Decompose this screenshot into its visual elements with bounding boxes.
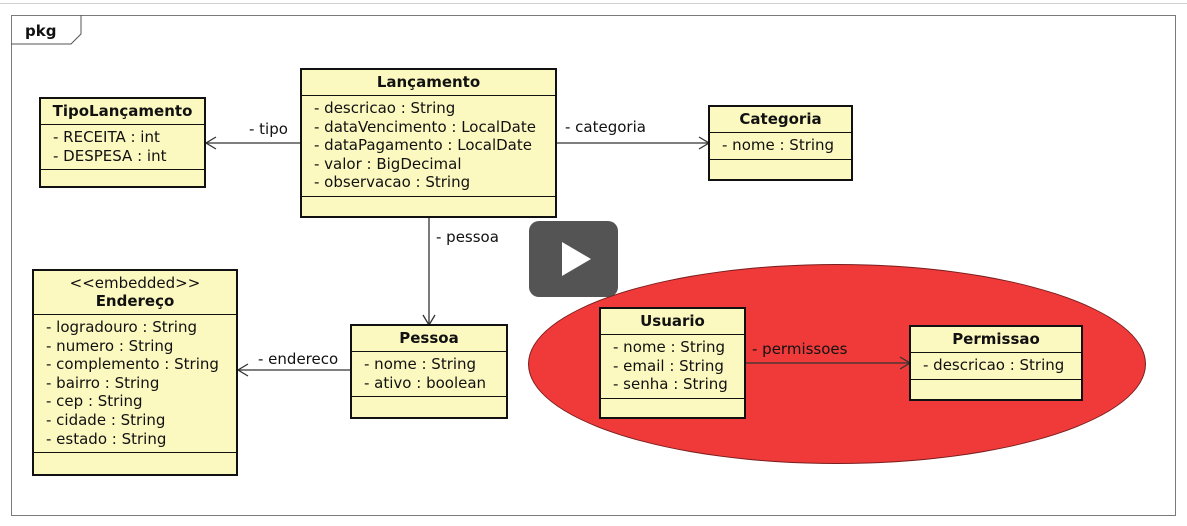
operation-compartment bbox=[302, 197, 555, 207]
operation-compartment bbox=[710, 160, 851, 170]
class-stereotype: <<embedded>> bbox=[69, 274, 201, 292]
attribute: - nome : String bbox=[364, 355, 477, 373]
package-tab: pkg bbox=[11, 15, 82, 45]
attribute: - ativo : boolean bbox=[364, 373, 487, 392]
operation-compartment bbox=[41, 170, 204, 180]
attribute: - senha : String bbox=[613, 375, 728, 394]
attribute: - observacao : String bbox=[314, 173, 471, 192]
arrow-head-tipo bbox=[204, 136, 217, 150]
class-usuario[interactable]: Usuario - nome : String - email : String… bbox=[599, 307, 746, 419]
class-pessoa[interactable]: Pessoa - nome : String - ativo : boolean bbox=[350, 324, 508, 419]
attribute-list: - nome : String - ativo : boolean bbox=[352, 352, 506, 398]
assoc-label-pessoa: - pessoa bbox=[436, 228, 499, 246]
attribute-list: - RECEITA : int - DESPESA : int bbox=[41, 125, 204, 171]
attribute: - numero : String bbox=[46, 336, 174, 355]
operation-compartment bbox=[352, 397, 506, 407]
attribute: - descricao : String bbox=[314, 99, 456, 117]
attribute-list: - nome : String - email : String - senha… bbox=[601, 335, 744, 399]
attribute: - email : String bbox=[613, 356, 724, 375]
class-name: Lançamento bbox=[302, 70, 555, 96]
attribute: - estado : String bbox=[46, 429, 167, 448]
class-name: Usuario bbox=[601, 309, 744, 335]
video-play-button[interactable] bbox=[529, 221, 618, 297]
class-name: Categoria bbox=[710, 107, 851, 133]
attribute-list: - nome : String bbox=[710, 133, 851, 160]
attribute: - dataPagamento : LocalDate bbox=[314, 136, 532, 155]
attribute: - nome : String bbox=[613, 338, 726, 356]
play-icon bbox=[562, 242, 591, 276]
operation-compartment bbox=[911, 380, 1081, 390]
assoc-label-tipo: - tipo bbox=[249, 120, 288, 138]
assoc-label-permissoes: - permissoes bbox=[752, 340, 848, 358]
top-divider bbox=[0, 3, 1187, 4]
class-name: Pessoa bbox=[352, 326, 506, 352]
operation-compartment bbox=[34, 453, 236, 463]
attribute: - complemento : String bbox=[46, 355, 219, 374]
attribute: - descricao : String bbox=[923, 356, 1065, 374]
attribute: - nome : String bbox=[722, 136, 835, 154]
attribute: - dataVencimento : LocalDate bbox=[314, 117, 536, 136]
attribute: - cep : String bbox=[46, 392, 143, 411]
attribute: - valor : BigDecimal bbox=[314, 154, 462, 173]
assoc-label-categoria: - categoria bbox=[565, 118, 646, 136]
attribute: - cidade : String bbox=[46, 410, 166, 429]
class-endereco[interactable]: <<embedded>> Endereço - logradouro : Str… bbox=[32, 269, 238, 476]
operation-compartment bbox=[601, 399, 744, 409]
package-label: pkg bbox=[25, 22, 56, 40]
class-header: <<embedded>> Endereço bbox=[34, 271, 236, 315]
class-name: Endereço bbox=[95, 292, 175, 310]
attribute: - DESPESA : int bbox=[53, 146, 167, 165]
class-name: TipoLançamento bbox=[41, 99, 204, 125]
arrow-head-endereco bbox=[236, 363, 249, 377]
attribute: - logradouro : String bbox=[46, 318, 197, 336]
class-permissao[interactable]: Permissao - descricao : String bbox=[909, 325, 1083, 401]
class-lancamento[interactable]: Lançamento - descricao : String - dataVe… bbox=[300, 68, 557, 218]
class-tipo-lancamento[interactable]: TipoLançamento - RECEITA : int - DESPESA… bbox=[39, 97, 206, 188]
attribute: - bairro : String bbox=[46, 373, 160, 392]
attribute: - RECEITA : int bbox=[53, 128, 160, 146]
attribute-list: - descricao : String - dataVencimento : … bbox=[302, 96, 555, 197]
class-name: Permissao bbox=[911, 327, 1081, 353]
attribute-list: - descricao : String bbox=[911, 353, 1081, 380]
class-categoria[interactable]: Categoria - nome : String bbox=[708, 105, 853, 181]
attribute-list: - logradouro : String - numero : String … bbox=[34, 315, 236, 454]
assoc-label-endereco: - endereco bbox=[258, 350, 339, 368]
